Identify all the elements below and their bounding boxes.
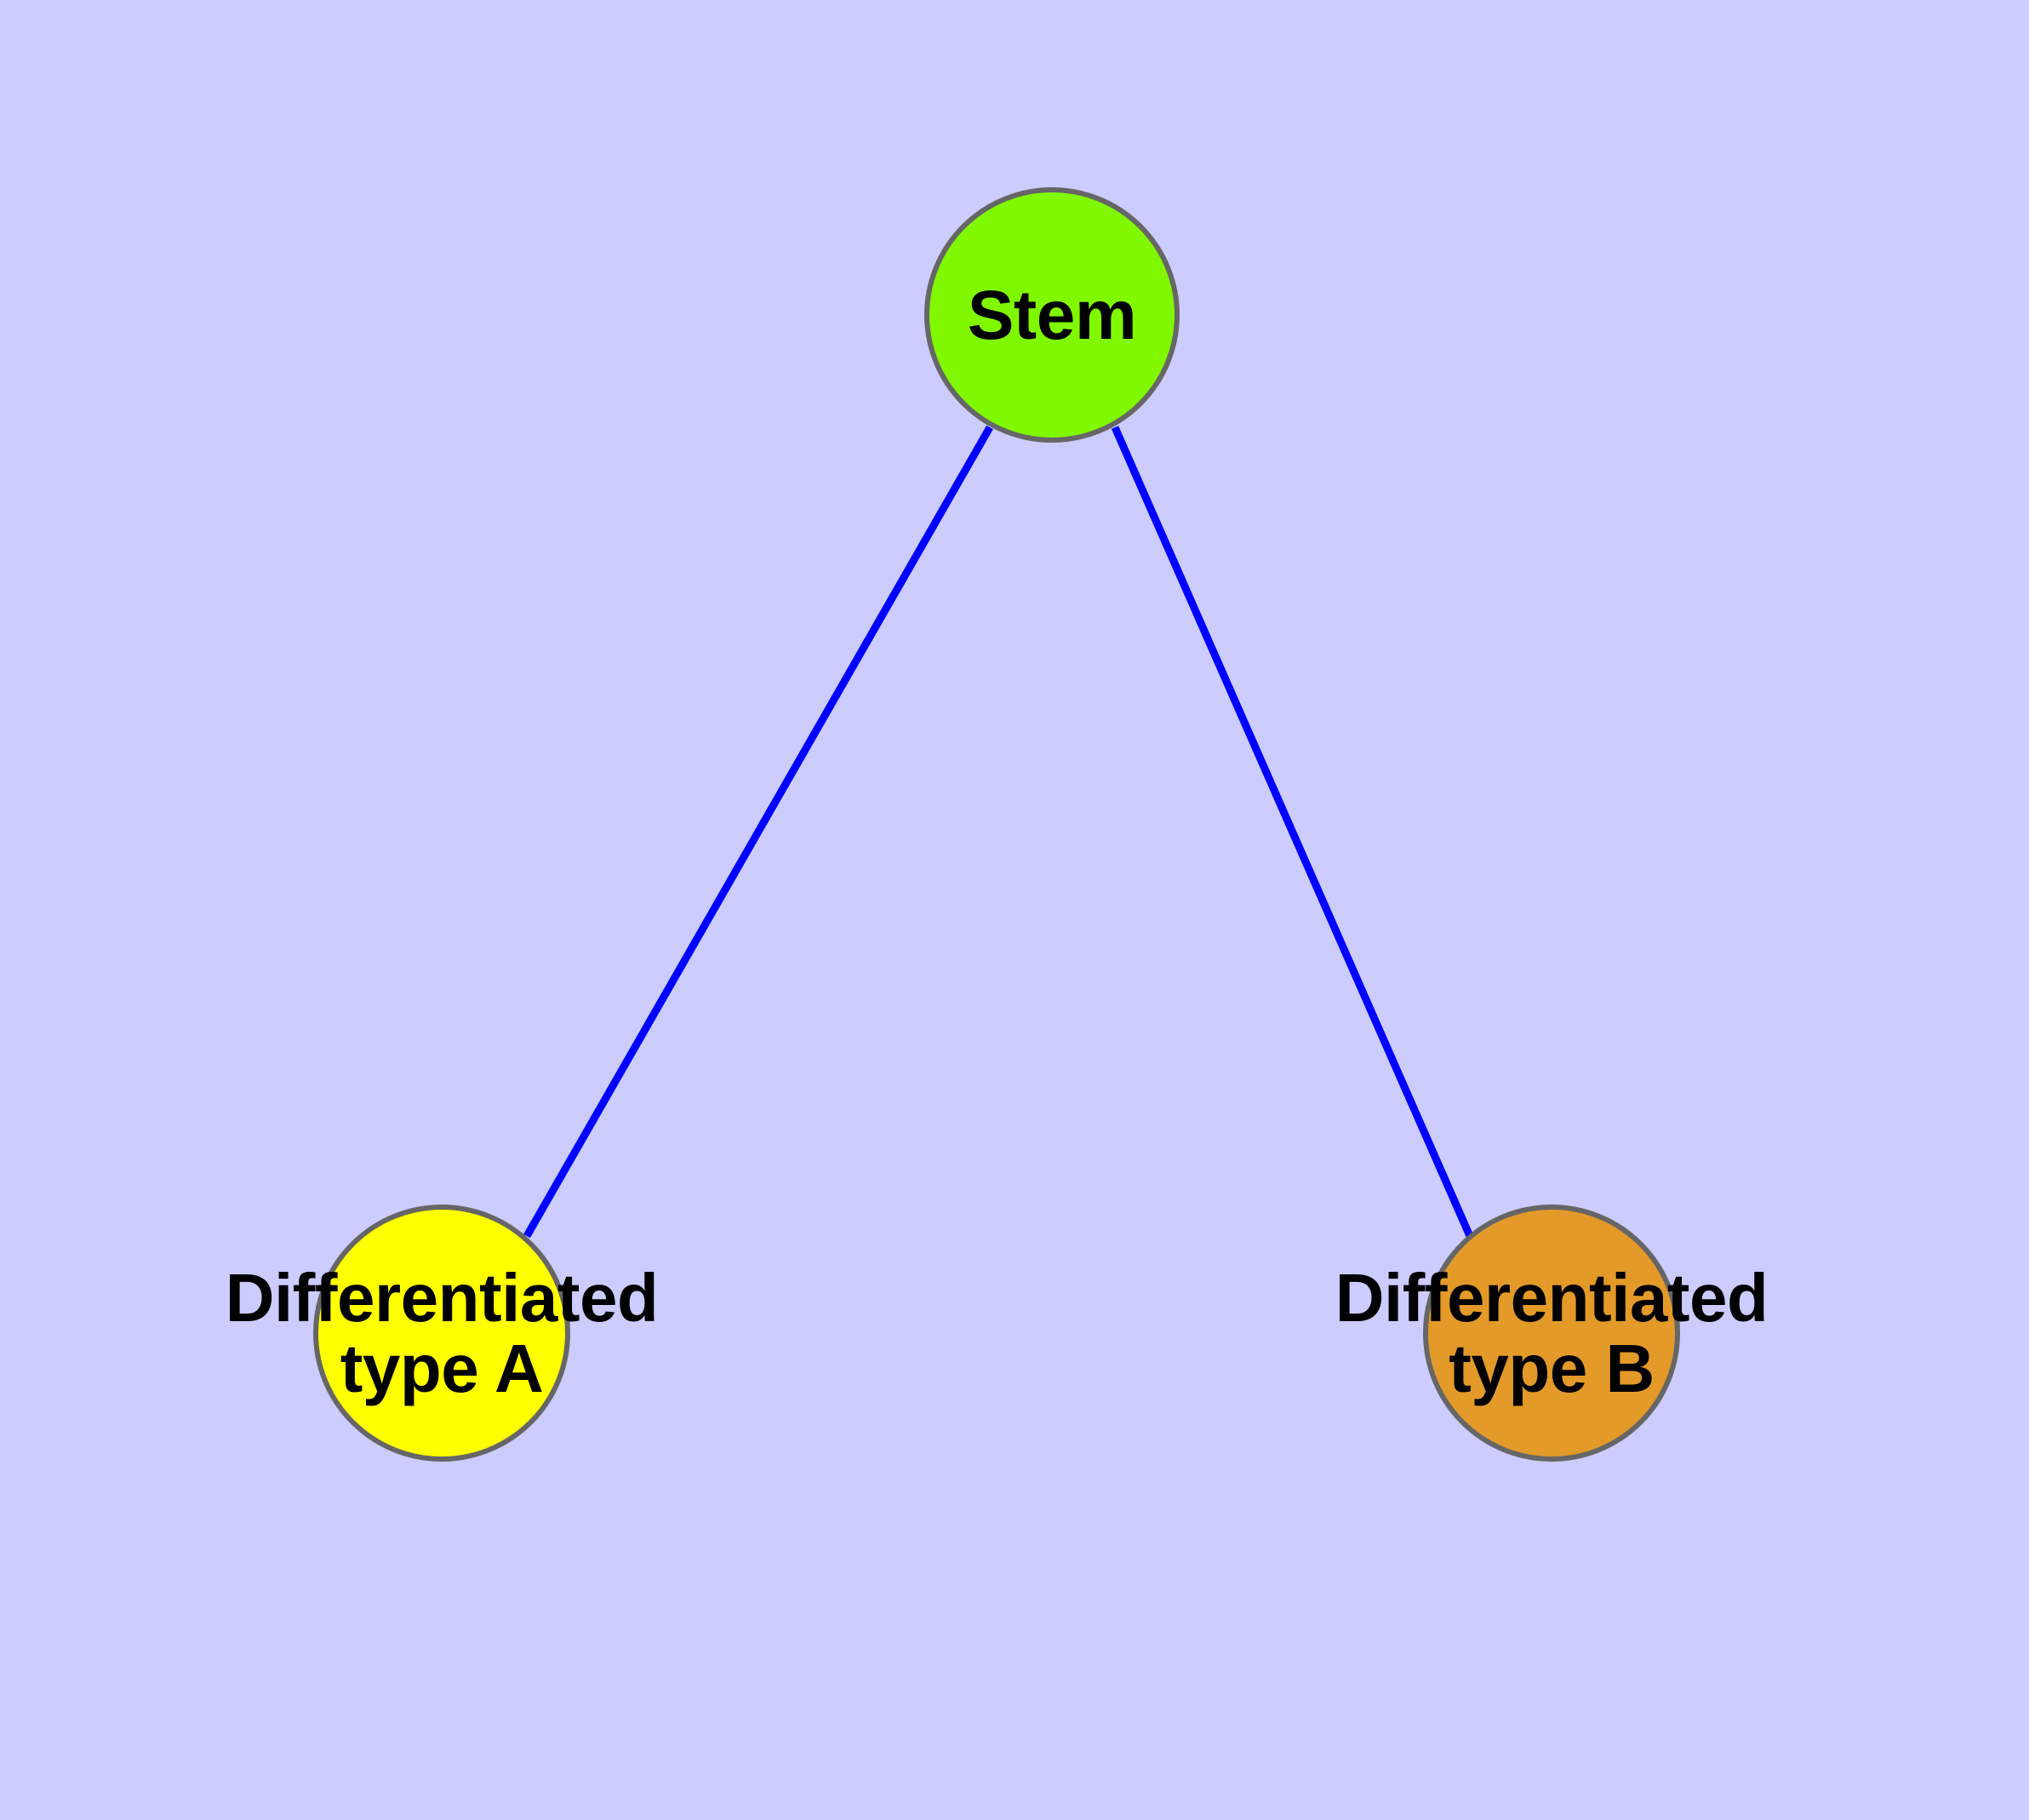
edge-stem-to-type-a (523, 425, 993, 1239)
edge-stem-to-type-b (1111, 426, 1474, 1238)
node-differentiated-type-b[interactable] (1423, 1205, 1680, 1462)
node-stem[interactable] (924, 187, 1180, 443)
node-differentiated-type-a[interactable] (313, 1205, 570, 1462)
